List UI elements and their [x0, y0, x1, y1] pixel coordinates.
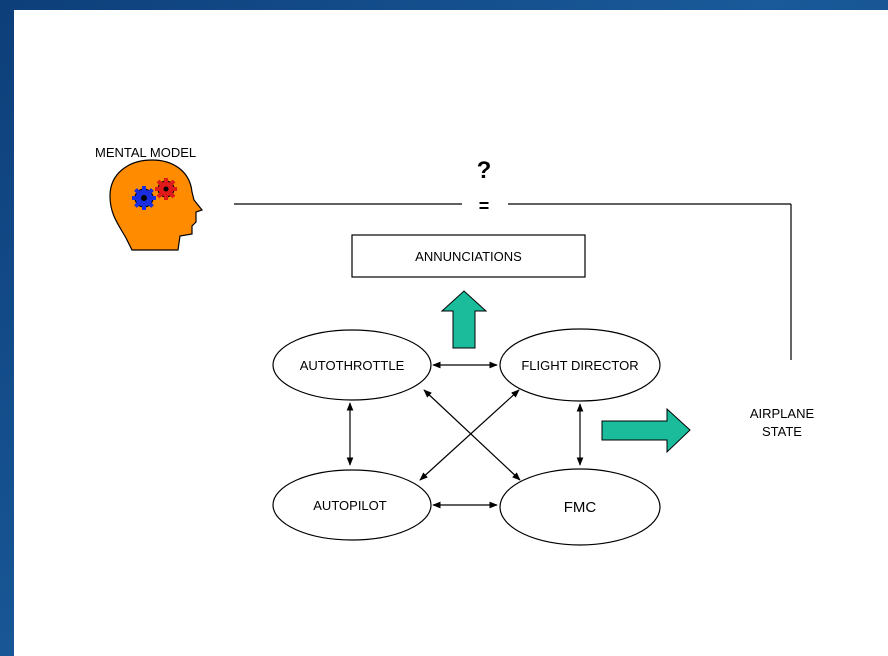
equals-sign: = [479, 196, 490, 216]
slide-canvas: MENTAL MODEL ? = ANNUNCIATIONS AUTOTHROT… [14, 10, 888, 656]
diagram-svg: MENTAL MODEL ? = ANNUNCIATIONS AUTOTHROT… [95, 145, 815, 546]
up-arrow [440, 290, 488, 349]
autopilot-node [272, 469, 432, 541]
right-arrow [601, 407, 691, 454]
question-mark: ? [477, 157, 492, 184]
annunciations-label: ANNUNCIATIONS [415, 249, 522, 264]
fmc-label: FMC [564, 499, 597, 516]
autothrottle-label: AUTOTHROTTLE [300, 358, 405, 373]
red-gear-icon [155, 178, 177, 200]
autopilot-label: AUTOPILOT [313, 498, 387, 513]
mental-model-label: MENTAL MODEL [95, 145, 196, 160]
annunciations-box [351, 234, 586, 278]
airplane-state-line2: STATE [762, 424, 802, 439]
autothrottle-node [272, 329, 432, 401]
comparison-line [234, 203, 792, 360]
flight-director-label: FLIGHT DIRECTOR [521, 358, 638, 373]
fmc-node [499, 468, 661, 546]
flight-director-node [499, 328, 661, 402]
head-icon [109, 159, 204, 251]
blue-gear-icon [132, 186, 156, 210]
connectors [346, 361, 584, 509]
airplane-state-line1: AIRPLANE [750, 406, 815, 421]
